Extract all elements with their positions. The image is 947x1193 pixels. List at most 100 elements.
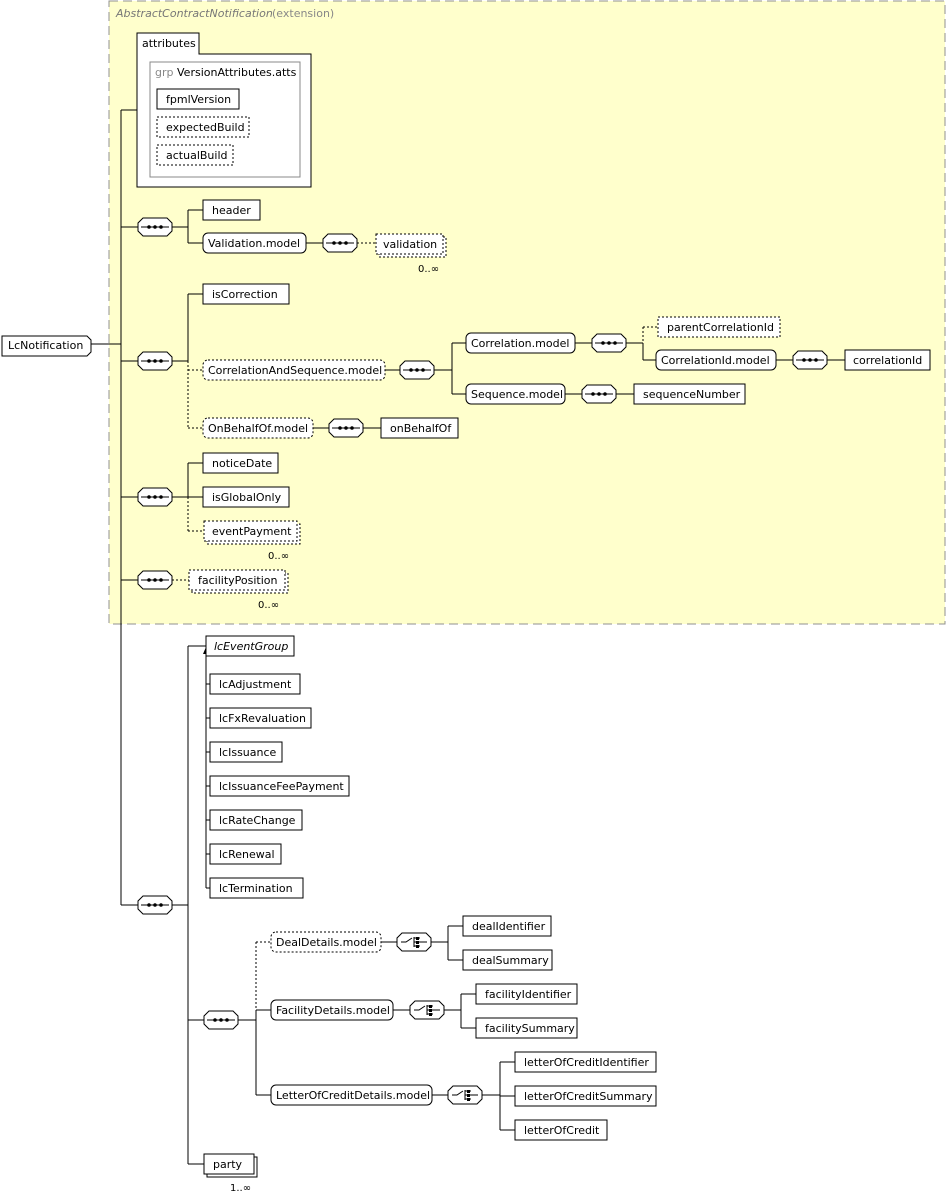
choice-compositor bbox=[396, 932, 432, 952]
svg-text:CorrelationAndSequence.model: CorrelationAndSequence.model bbox=[208, 364, 382, 377]
element-letterofcredit[interactable]: letterOfCredit bbox=[514, 1119, 608, 1141]
svg-text:noticeDate: noticeDate bbox=[212, 457, 272, 470]
group-correlation-and-sequence-model[interactable]: CorrelationAndSequence.model bbox=[202, 359, 386, 381]
group-correlation-model[interactable]: Correlation.model bbox=[465, 332, 576, 354]
element-correlationid[interactable]: correlationId bbox=[844, 349, 931, 371]
extension-base-label: AbstractContractNotification bbox=[115, 7, 273, 20]
attr-expectedbuild-box[interactable] bbox=[156, 116, 250, 138]
element-letterofcreditidentifier[interactable]: letterOfCreditIdentifier bbox=[514, 1051, 657, 1073]
choice-compositors bbox=[396, 932, 483, 1105]
sequence-compositor bbox=[328, 418, 364, 438]
sequence-compositor bbox=[137, 895, 173, 915]
svg-text:letterOfCreditSummary: letterOfCreditSummary bbox=[524, 1090, 653, 1103]
element-nodes: header Validation.model validation 0..∞ … bbox=[188, 199, 931, 1193]
svg-text:facilityPosition: facilityPosition bbox=[198, 574, 278, 587]
element-parentcorrelationid[interactable]: parentCorrelationId bbox=[657, 316, 781, 338]
svg-text:DealDetails.model: DealDetails.model bbox=[276, 936, 377, 949]
svg-text:lcIssuanceFeePayment: lcIssuanceFeePayment bbox=[219, 780, 344, 793]
group-validation-model[interactable]: Validation.model bbox=[202, 232, 307, 254]
sequence-compositor bbox=[137, 351, 173, 371]
svg-text:OnBehalfOf.model: OnBehalfOf.model bbox=[208, 422, 308, 435]
svg-text:sequenceNumber: sequenceNumber bbox=[643, 388, 741, 401]
group-sequence-model[interactable]: Sequence.model bbox=[465, 383, 566, 405]
element-dealsummary[interactable]: dealSummary bbox=[462, 949, 553, 971]
attr-expectedbuild-label: expectedBuild bbox=[166, 121, 245, 134]
extension-kind-label: (extension) bbox=[272, 7, 334, 20]
element-facilitysummary[interactable]: facilitySummary bbox=[475, 1017, 578, 1039]
attributes-group-name: VersionAttributes.atts bbox=[177, 66, 297, 79]
sequence-compositor bbox=[137, 487, 173, 507]
sequence-compositor bbox=[322, 233, 358, 253]
element-eventpayment[interactable]: eventPayment bbox=[203, 520, 301, 545]
element-lcfxrevaluation[interactable]: lcFxRevaluation bbox=[209, 707, 312, 729]
sequence-compositor bbox=[399, 360, 435, 380]
svg-text:lcTermination: lcTermination bbox=[219, 882, 293, 895]
svg-text:party: party bbox=[213, 1158, 243, 1171]
element-header[interactable]: header bbox=[202, 199, 261, 221]
attributes-panel: attributes grp VersionAttributes.atts fp… bbox=[136, 32, 312, 188]
connector-lines bbox=[91, 109, 845, 1165]
attr-actualbuild-label: actualBuild bbox=[166, 149, 227, 162]
svg-text:lcFxRevaluation: lcFxRevaluation bbox=[219, 712, 306, 725]
svg-text:Correlation.model: Correlation.model bbox=[471, 337, 569, 350]
group-dealdetails-model[interactable]: DealDetails.model bbox=[270, 931, 382, 953]
element-sequencenumber[interactable]: sequenceNumber bbox=[633, 383, 746, 405]
element-validation[interactable]: validation bbox=[375, 233, 447, 258]
svg-text:lcEventGroup: lcEventGroup bbox=[214, 640, 288, 653]
svg-text:facilitySummary: facilitySummary bbox=[485, 1022, 575, 1035]
element-lctermination[interactable]: lcTermination bbox=[209, 877, 304, 899]
element-facilityidentifier[interactable]: facilityIdentifier bbox=[475, 983, 578, 1005]
element-lcadjustment[interactable]: lcAdjustment bbox=[209, 673, 301, 695]
sequence-compositor bbox=[581, 384, 617, 404]
facilityposition-cardinality: 0..∞ bbox=[258, 600, 279, 611]
root-label: LcNotification bbox=[8, 339, 83, 352]
svg-text:LetterOfCreditDetails.model: LetterOfCreditDetails.model bbox=[276, 1089, 430, 1102]
svg-text:facilityIdentifier: facilityIdentifier bbox=[485, 988, 572, 1001]
element-lceventgroup[interactable]: lcEventGroup bbox=[205, 635, 295, 657]
element-lcratechange[interactable]: lcRateChange bbox=[209, 809, 303, 831]
attributes-tab-label: attributes bbox=[142, 37, 196, 50]
group-onbehalfof-model[interactable]: OnBehalfOf.model bbox=[202, 417, 314, 439]
group-facilitydetails-model[interactable]: FacilityDetails.model bbox=[270, 999, 394, 1021]
element-lcrenewal[interactable]: lcRenewal bbox=[209, 843, 282, 865]
element-letterofcreditsummary[interactable]: letterOfCreditSummary bbox=[514, 1085, 657, 1107]
svg-text:header: header bbox=[212, 204, 251, 217]
svg-text:letterOfCreditIdentifier: letterOfCreditIdentifier bbox=[524, 1056, 649, 1069]
eventpayment-cardinality: 0..∞ bbox=[268, 551, 289, 562]
party-cardinality: 1..∞ bbox=[230, 1183, 251, 1193]
svg-text:lcRateChange: lcRateChange bbox=[219, 814, 296, 827]
svg-text:lcAdjustment: lcAdjustment bbox=[219, 678, 292, 691]
attributes-group-prefix: grp bbox=[155, 66, 174, 79]
sequence-compositors bbox=[137, 217, 828, 1030]
element-party[interactable]: party bbox=[203, 1153, 258, 1178]
sequence-compositor bbox=[137, 217, 173, 237]
group-letterofcreditdetails-model[interactable]: LetterOfCreditDetails.model bbox=[270, 1084, 433, 1106]
svg-text:parentCorrelationId: parentCorrelationId bbox=[667, 321, 774, 334]
svg-text:validation: validation bbox=[383, 238, 437, 251]
svg-text:lcIssuance: lcIssuance bbox=[219, 746, 277, 759]
element-dealidentifier[interactable]: dealIdentifier bbox=[462, 915, 552, 937]
root-element[interactable]: LcNotification bbox=[1, 335, 92, 357]
attr-fpmlversion-label: fpmlVersion bbox=[166, 93, 231, 106]
svg-text:Sequence.model: Sequence.model bbox=[471, 388, 563, 401]
element-iscorrection[interactable]: isCorrection bbox=[202, 283, 290, 305]
attr-fpmlversion-box[interactable] bbox=[156, 88, 240, 110]
svg-text:dealIdentifier: dealIdentifier bbox=[472, 920, 546, 933]
element-lcissuancefeepayment[interactable]: lcIssuanceFeePayment bbox=[209, 775, 350, 797]
choice-compositor bbox=[409, 1000, 445, 1020]
sequence-compositor bbox=[203, 1010, 239, 1030]
validation-cardinality: 0..∞ bbox=[418, 264, 439, 275]
element-onbehalfof[interactable]: onBehalfOf bbox=[380, 417, 459, 439]
svg-text:isCorrection: isCorrection bbox=[212, 288, 278, 301]
sequence-compositor bbox=[792, 350, 828, 370]
element-lcissuance[interactable]: lcIssuance bbox=[209, 741, 283, 763]
element-noticedate[interactable]: noticeDate bbox=[202, 452, 279, 474]
attr-actualbuild-box[interactable] bbox=[156, 144, 234, 166]
svg-text:CorrelationId.model: CorrelationId.model bbox=[661, 354, 770, 367]
element-facilityposition[interactable]: facilityPosition bbox=[188, 569, 289, 594]
svg-text:letterOfCredit: letterOfCredit bbox=[524, 1124, 600, 1137]
element-isglobalonly[interactable]: isGlobalOnly bbox=[202, 486, 290, 508]
group-correlationid-model[interactable]: CorrelationId.model bbox=[655, 349, 777, 371]
svg-text:FacilityDetails.model: FacilityDetails.model bbox=[276, 1004, 390, 1017]
